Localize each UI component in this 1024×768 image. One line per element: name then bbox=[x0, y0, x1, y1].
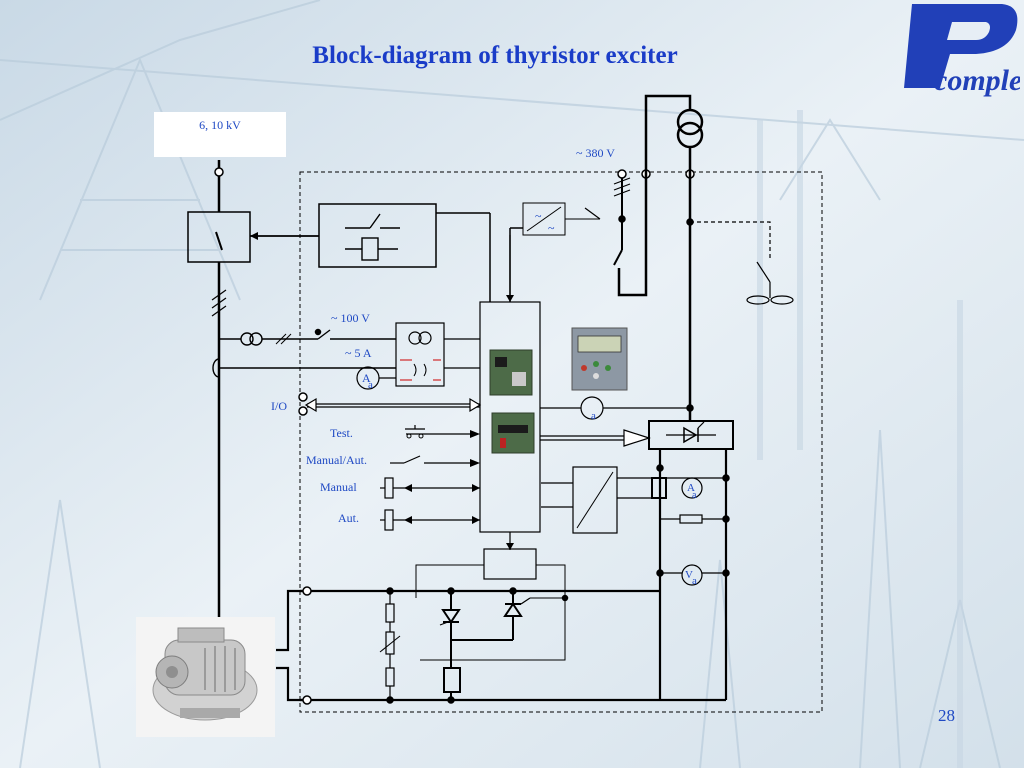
stator-ammeter-subscript: a bbox=[368, 379, 373, 391]
io-label: I/O bbox=[271, 399, 287, 413]
isolation-amplifier bbox=[572, 466, 618, 534]
thyristor-bridge bbox=[648, 420, 734, 450]
aux-voltage-label: ~ 380 V bbox=[576, 146, 615, 160]
aut-potentiometer bbox=[384, 509, 394, 531]
logo-word: complex bbox=[934, 64, 1020, 97]
varistor bbox=[385, 631, 395, 655]
field-ammeter bbox=[681, 477, 703, 499]
crowbar-control-block bbox=[483, 548, 537, 580]
measure-voltage-label: ~ 100 V bbox=[331, 311, 370, 325]
sync-voltmeter-subscript: a bbox=[591, 410, 596, 422]
discharge-resistor bbox=[385, 603, 395, 623]
crowbar-thyristor-2 bbox=[503, 602, 523, 617]
crowbar-resistor bbox=[443, 667, 461, 693]
crowbar-thyristor-1 bbox=[441, 609, 461, 624]
measure-current-label: ~ 5 A bbox=[345, 346, 372, 360]
test-label: Test. bbox=[330, 426, 353, 440]
supply-voltage-box: 6, 10 kV bbox=[154, 112, 286, 157]
generator-image bbox=[136, 617, 275, 737]
measurement-transformer-block bbox=[395, 322, 445, 387]
main-breaker bbox=[187, 211, 251, 263]
slide-title: Block-diagram of thyristor exciter bbox=[312, 42, 678, 69]
shunt-resistor bbox=[679, 514, 703, 524]
field-ammeter-letter: A bbox=[687, 482, 695, 494]
exciter-boundary bbox=[299, 171, 823, 713]
supply-terminal bbox=[214, 167, 224, 177]
field-voltmeter-letter: V bbox=[685, 569, 693, 581]
manual-aut-label: Manual/Aut. bbox=[306, 453, 367, 467]
pcomplex-logo: complex bbox=[904, 4, 1020, 97]
field-ammeter-subscript: a bbox=[692, 490, 697, 501]
converter-symbol-ac-in: ~ bbox=[535, 209, 542, 223]
page-number: 28 bbox=[938, 706, 955, 725]
stator-ammeter-letter: A bbox=[362, 371, 371, 385]
supply-voltage-label: 6, 10 kV bbox=[199, 118, 241, 132]
field-voltmeter bbox=[681, 564, 703, 586]
manual-label: Manual bbox=[320, 480, 357, 494]
converter-symbol-ac-out: ~ bbox=[548, 221, 555, 235]
excitation-transformer bbox=[676, 108, 704, 136]
manual-potentiometer bbox=[384, 477, 394, 499]
field-voltmeter-subscript: a bbox=[692, 575, 697, 587]
aut-label: Aut. bbox=[338, 511, 359, 525]
